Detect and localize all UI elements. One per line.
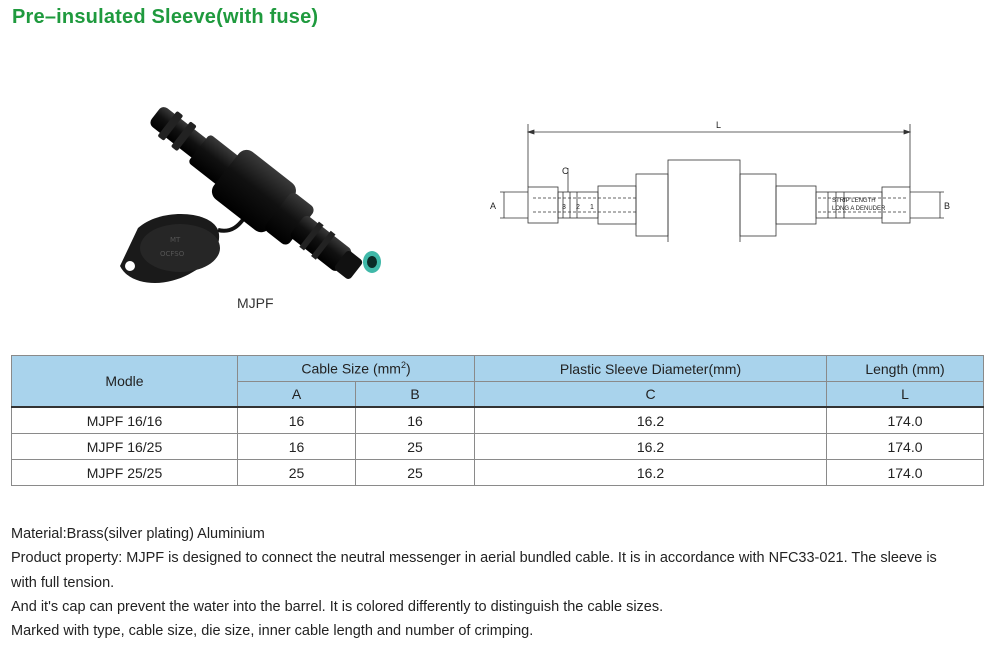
cap: MT OCFSO — [120, 213, 220, 283]
table-row: MJPF 16/25 16 25 16.2 174.0 — [11, 433, 984, 460]
svg-text:STRIP LENGTH: STRIP LENGTH — [832, 198, 876, 204]
table-row: MJPF 25/25 25 25 16.2 174.0 — [11, 459, 984, 486]
svg-text:L: L — [716, 120, 721, 130]
header-b: B — [355, 381, 475, 408]
header-a: A — [237, 381, 356, 408]
svg-text:C: C — [562, 166, 569, 176]
svg-text:A: A — [490, 201, 496, 211]
product-photo: MT OCFSO — [120, 107, 381, 283]
svg-text:3: 3 — [562, 204, 566, 211]
header-cable-size: Cable Size (mm2) — [237, 355, 475, 382]
svg-text:B: B — [944, 201, 950, 211]
cell-a: 16 — [237, 433, 356, 460]
cell-c: 16.2 — [474, 406, 827, 434]
spec-table: Modle Cable Size (mm2) Plastic Sleeve Di… — [11, 355, 984, 486]
description-line: Material:Brass(silver plating) Aluminium — [11, 526, 265, 542]
svg-text:OCFSO: OCFSO — [160, 250, 185, 258]
page-title: Pre–insulated Sleeve(with fuse) — [12, 6, 319, 28]
cell-l: 174.0 — [826, 459, 984, 486]
description-line: Product property: MJPF is designed to co… — [11, 550, 937, 567]
cell-l: 174.0 — [826, 433, 984, 460]
description-line: Marked with type, cable size, die size, … — [11, 623, 534, 640]
product-caption: MJPF — [237, 295, 274, 311]
header-l: L — [826, 381, 984, 408]
header-c: C — [474, 381, 827, 408]
cell-c: 16.2 — [474, 459, 827, 486]
description-line: with full tension. — [11, 574, 115, 591]
cell-model: MJPF 25/25 — [11, 459, 238, 486]
header-length: Length (mm) — [826, 355, 984, 382]
cell-a: 25 — [237, 459, 356, 486]
description-line: And it's cap can prevent the water into … — [11, 598, 664, 615]
cell-c: 16.2 — [474, 433, 827, 460]
cell-b: 16 — [355, 406, 475, 434]
cell-model: MJPF 16/25 — [11, 433, 238, 460]
cell-b: 25 — [355, 459, 475, 486]
svg-text:1: 1 — [590, 204, 594, 211]
svg-text:LONG A DENUDER: LONG A DENUDER — [832, 206, 886, 212]
table-row: MJPF 16/16 16 16 16.2 174.0 — [11, 406, 984, 434]
svg-text:2: 2 — [576, 204, 580, 211]
svg-text:MT: MT — [170, 236, 181, 244]
cell-b: 25 — [355, 433, 475, 460]
cell-l: 174.0 — [826, 406, 984, 434]
header-plastic-diameter: Plastic Sleeve Diameter(mm) — [474, 355, 827, 382]
header-model: Modle — [11, 355, 238, 408]
technical-drawing: L C A B 3 2 1 STRIP LENGTH LONG A DENUDE… — [490, 120, 950, 242]
cell-model: MJPF 16/16 — [11, 406, 238, 434]
cell-a: 16 — [237, 406, 356, 434]
product-description: Material:Brass(silver plating) Aluminium… — [11, 522, 991, 643]
